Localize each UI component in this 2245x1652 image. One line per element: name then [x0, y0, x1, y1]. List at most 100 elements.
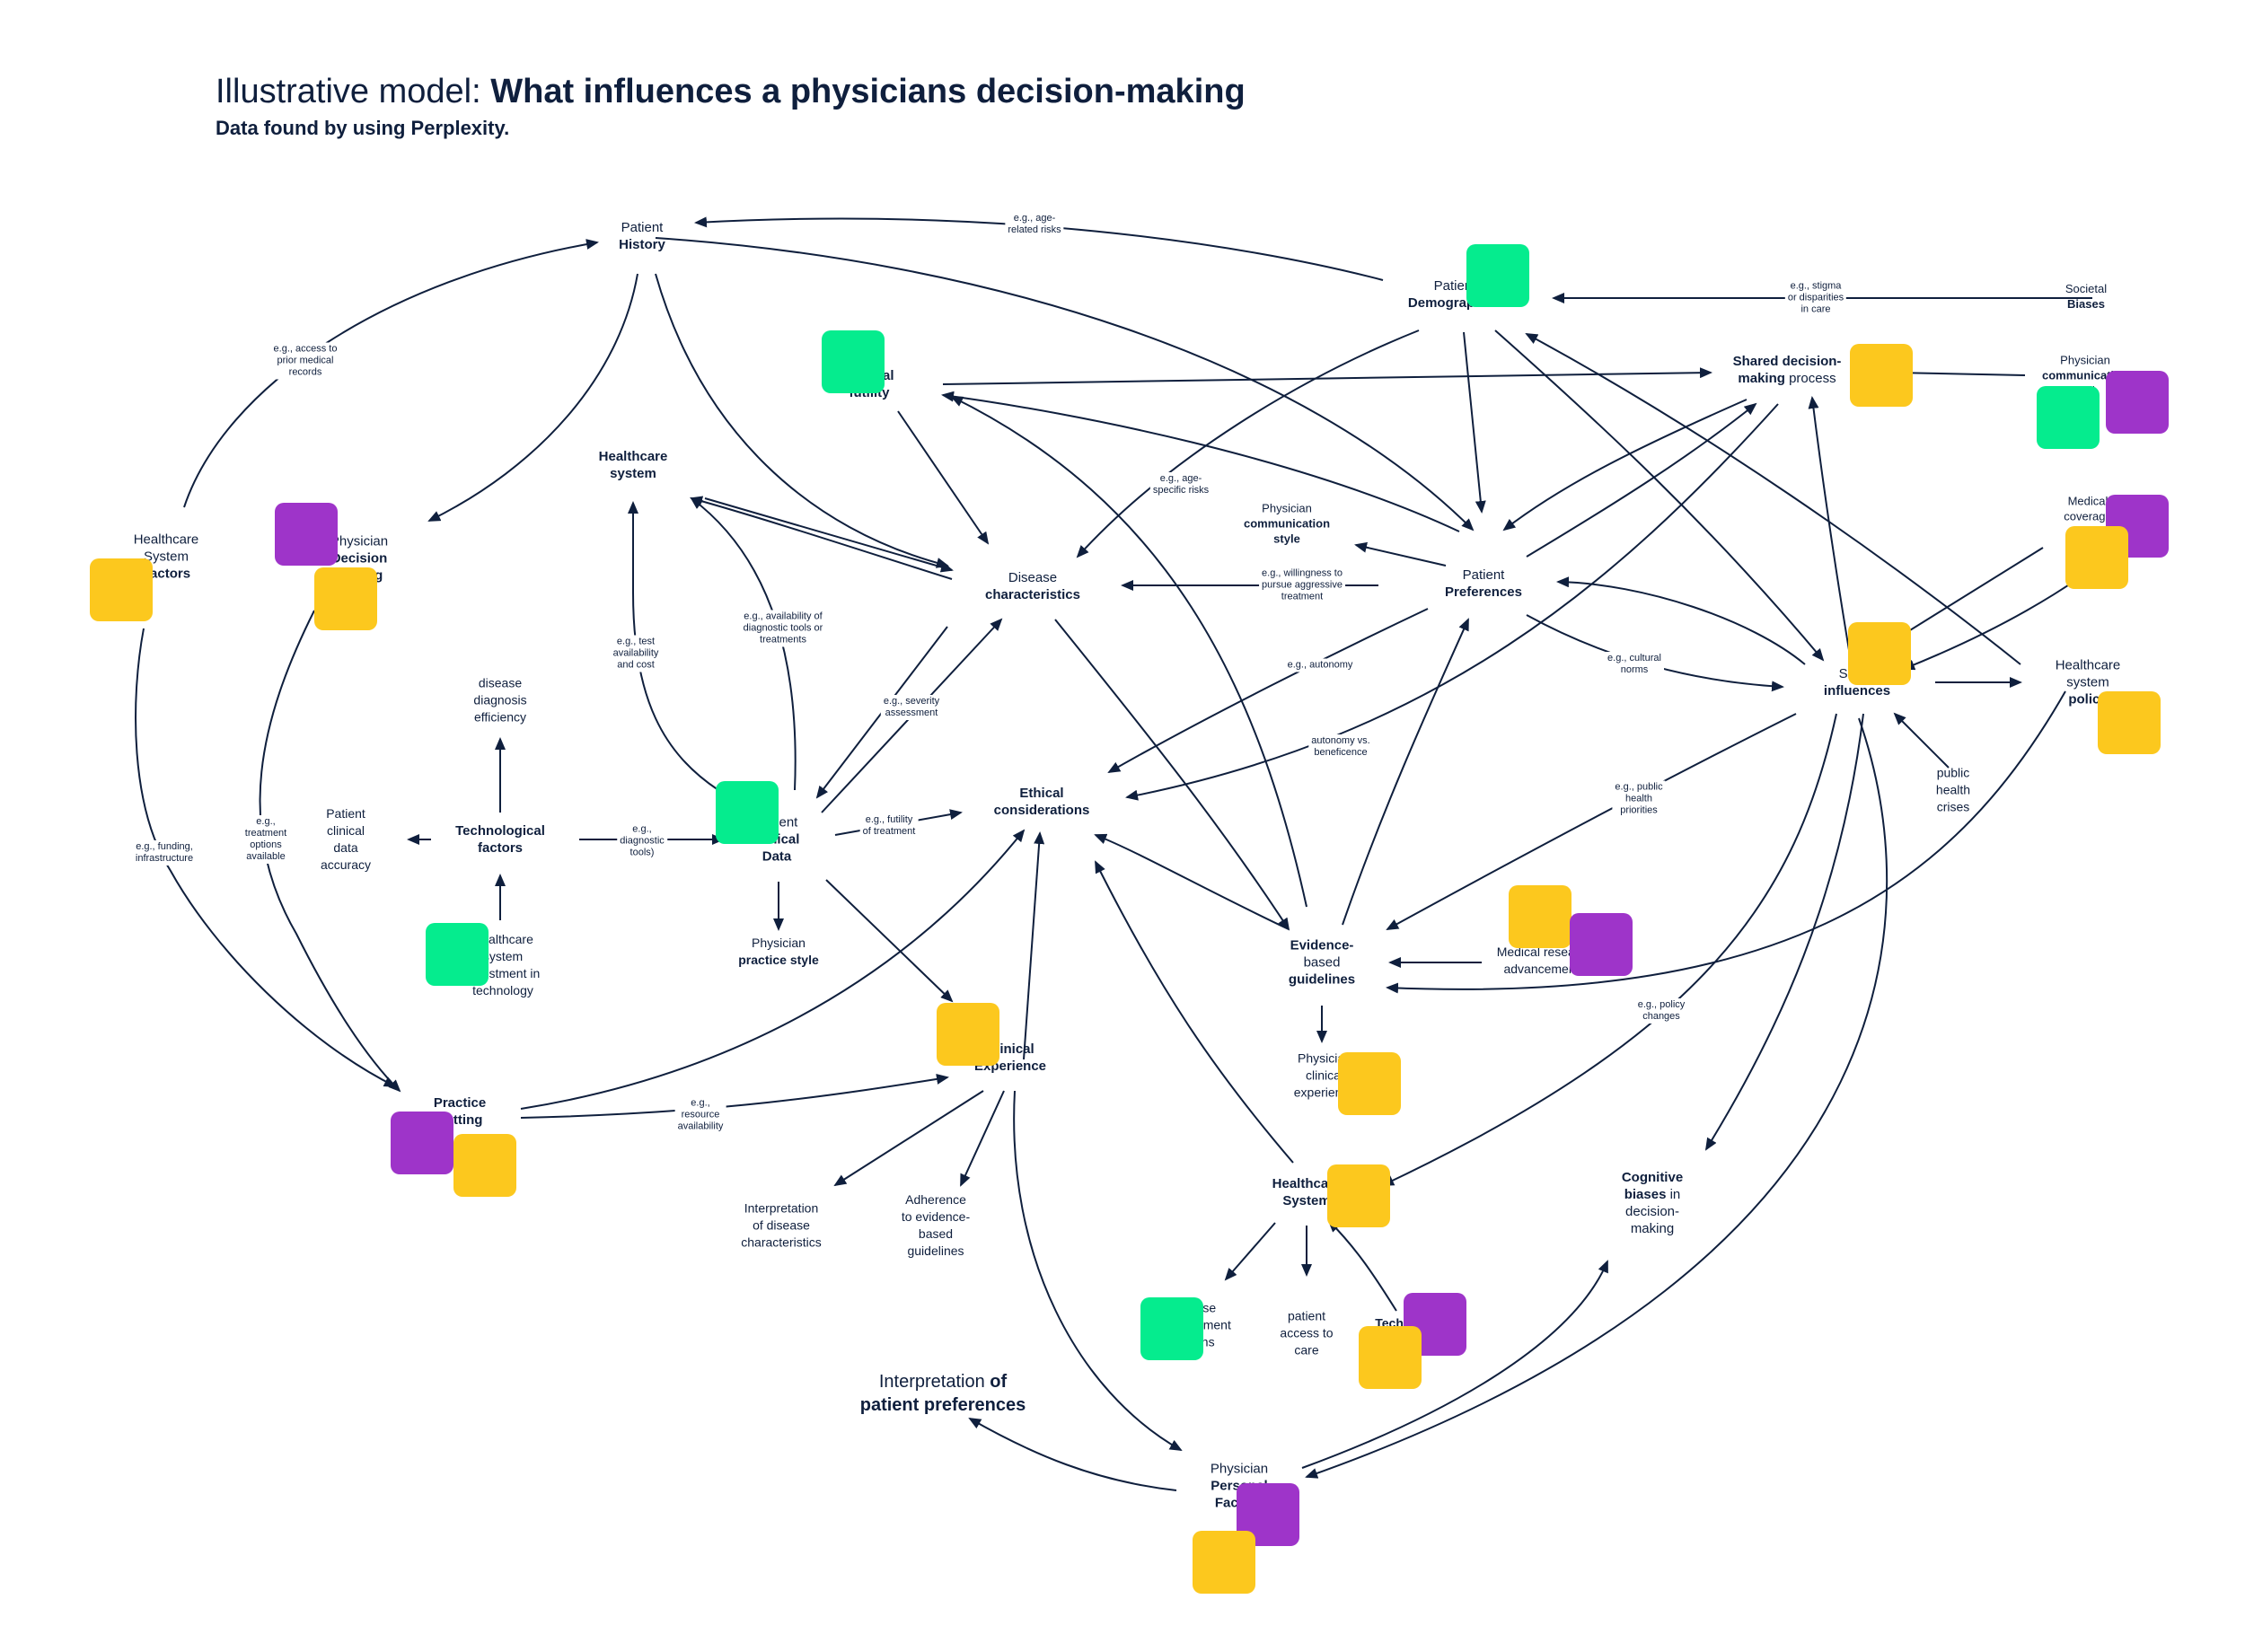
edge-label-aggressive: e.g., willingness to pursue aggressive t… [1259, 567, 1345, 604]
sticky-note-yellow[interactable] [1338, 1052, 1401, 1115]
edge-social-hcbottom [1381, 713, 1837, 1186]
edge-clinicalexp-interp [833, 1090, 984, 1187]
sticky-note-yellow[interactable] [1850, 344, 1913, 407]
node-text: Physician [1262, 501, 1312, 515]
node-text: Practice [433, 1095, 487, 1111]
edge-clinicaldata-hcsystem [628, 501, 719, 791]
edge-preferences-futility [941, 391, 1460, 532]
node-text: care [1294, 1342, 1319, 1358]
sticky-note-purple[interactable] [391, 1112, 453, 1174]
sticky-note-yellow[interactable] [90, 558, 153, 621]
sticky-note-yellow[interactable] [1327, 1164, 1390, 1227]
edge-preferences-ethical [1107, 608, 1429, 773]
sticky-note-green[interactable] [426, 923, 489, 986]
edge-demographics-history [694, 216, 1384, 281]
node-text: style [1273, 532, 1300, 546]
node-text: Data [762, 848, 792, 865]
edge-preferences-shared [1526, 402, 1757, 558]
node-text: of [990, 1372, 1008, 1392]
node-text: diagnosis [473, 692, 527, 707]
edge-label-text: e.g., access to prior medical records [273, 343, 338, 378]
node-text: crises [1936, 799, 1970, 814]
node-text: guidelines [1288, 971, 1356, 988]
edge-factors-history [183, 239, 599, 508]
edge-policy-guidelines [1386, 690, 2066, 994]
node-text: Patient [326, 806, 365, 821]
node-text: Healthcare [133, 532, 199, 548]
sticky-note-yellow[interactable] [2098, 691, 2161, 754]
edge-shared-preferences [1502, 399, 1748, 532]
node-text: decision- [1624, 1204, 1680, 1219]
sticky-note-purple[interactable] [2106, 371, 2169, 434]
edge-practice-ethical [520, 829, 1026, 1110]
node-text: policy [2068, 691, 2108, 707]
node-text: communication [1243, 516, 1331, 531]
edge-label-funding: e.g., funding, infrastructure [132, 840, 197, 866]
sticky-note-green[interactable] [2037, 386, 2100, 449]
sticky-note-purple[interactable] [275, 503, 338, 566]
edge-disease-hcsystem [690, 496, 953, 580]
edge-label-text: autonomy vs. beneficence [1311, 735, 1370, 758]
sticky-note-purple[interactable] [1570, 913, 1633, 976]
node-text: of disease [753, 1217, 810, 1233]
edge-futility-shared [942, 367, 1712, 385]
edge-hcsystem-disease [704, 497, 954, 573]
node-text: access to [1280, 1325, 1334, 1340]
edge-label-cultural: e.g., cultural norms [1605, 652, 1664, 677]
node-text: Decision [330, 550, 388, 567]
edge-demographics-preferences [1463, 331, 1486, 514]
node-text: data [333, 840, 358, 855]
sticky-note-green[interactable] [1140, 1297, 1203, 1360]
sticky-note-yellow[interactable] [1193, 1531, 1255, 1594]
edge-label-text: e.g., autonomy [1287, 659, 1353, 671]
node-text: clinical [1305, 1068, 1343, 1083]
node-text: patient preferences [859, 1395, 1026, 1415]
sticky-note-yellow[interactable] [1509, 885, 1572, 948]
sticky-note-yellow[interactable] [1848, 622, 1911, 685]
edge-shared-ethical [1125, 403, 1779, 801]
sticky-note-yellow[interactable] [453, 1134, 516, 1197]
node-text: Medical [2067, 494, 2109, 508]
sticky-note-yellow[interactable] [314, 567, 377, 630]
edge-crises-social [1893, 712, 1950, 769]
edge-factors-practice [135, 628, 397, 1087]
edge-label-text: e.g., policy changes [1637, 999, 1686, 1022]
sticky-note-yellow[interactable] [1359, 1326, 1422, 1389]
edge-preferences-style [1354, 541, 1447, 567]
edge-clinicalexp-adherence [960, 1090, 1005, 1187]
edge-clinicaldata-clinicalexp [825, 879, 954, 1003]
edge-label-text: e.g., funding, infrastructure [135, 841, 194, 864]
node-text: Physician [1210, 1461, 1269, 1477]
edge-tech-hcbottom [1327, 1219, 1397, 1312]
edge-history-decision [427, 273, 638, 522]
edge-label-autonomy: e.g., autonomy [1284, 658, 1356, 672]
sticky-note-green[interactable] [822, 330, 885, 393]
sticky-note-green[interactable] [1466, 244, 1529, 307]
node-text: efficiency [473, 709, 527, 725]
node-text: Cognitive [1621, 1170, 1684, 1185]
sticky-note-green[interactable] [716, 781, 779, 844]
edge-label-text: e.g., age- related risks [1008, 213, 1061, 235]
edge-history-disease [655, 273, 949, 568]
node-text: factors [477, 840, 524, 856]
edge-hcbottom-mgmt [1224, 1222, 1276, 1281]
sticky-note-yellow[interactable] [937, 1003, 999, 1066]
edge-label-text: e.g., severity assessment [883, 696, 940, 718]
edge-label-policy-changes: e.g., policy changes [1634, 998, 1688, 1024]
sticky-note-yellow[interactable] [2065, 526, 2128, 589]
node-text: Shared decision- [1732, 354, 1842, 369]
node-text: based [1303, 954, 1341, 971]
